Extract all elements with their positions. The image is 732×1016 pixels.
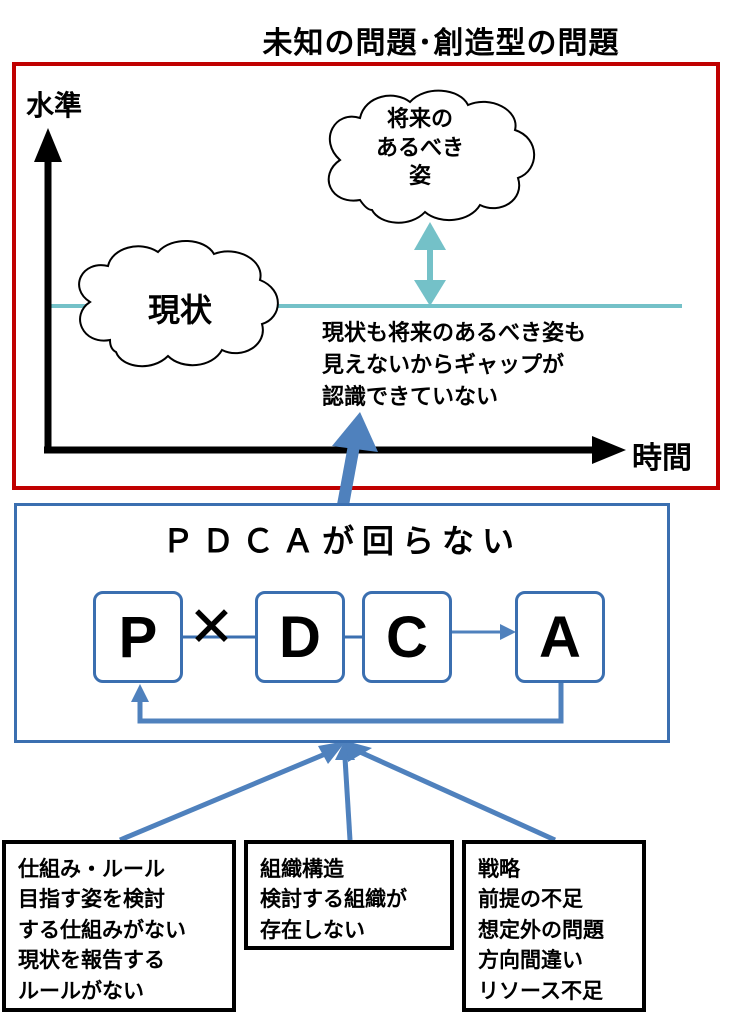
current-cloud-label: 現状: [147, 291, 212, 329]
step-d: D: [255, 591, 345, 683]
page-title: 未知の問題･創造型の問題: [262, 26, 620, 61]
x-axis-arrow: [44, 436, 626, 464]
step-p: P: [93, 591, 183, 683]
cause-box-strategy: 戦略 前提の不足 想定外の問題 方向間違い リソース不足: [462, 840, 646, 1012]
cross-mark: ✕: [188, 595, 235, 660]
cause-box-organization: 組織構造 検討する組織が 存在しない: [244, 840, 454, 950]
unknown-problem-frame: [12, 62, 720, 490]
cause-arrows: [119, 749, 557, 843]
step-a: A: [515, 591, 605, 683]
y-axis-label: 水準: [26, 89, 83, 122]
feedback-a-to-p-arrow: [131, 683, 564, 724]
cause-box-rules: 仕組み・ルール 目指す姿を検討 する仕組みがない 現状を報告する ルールがない: [2, 840, 236, 1012]
x-axis-label: 時間: [632, 441, 692, 476]
pdca-frame: [14, 503, 670, 743]
cause-arrowheads: [318, 740, 372, 764]
pdca-title: ＰＤＣＡが回らない: [161, 522, 522, 560]
connector-c-a-arrow: [452, 624, 516, 640]
gap-explanation: 現状も将来のあるべき姿も 見えないからギャップが 認識できていない: [322, 321, 587, 410]
future-cloud-label: 将来の あるべき 姿: [375, 107, 464, 190]
step-c: C: [362, 591, 452, 683]
pdca-to-gap-arrow: [332, 412, 378, 507]
current-cloud: [78, 239, 279, 368]
y-axis-arrow: [34, 128, 62, 450]
gap-double-arrow: [414, 222, 446, 306]
future-cloud: [327, 89, 536, 224]
